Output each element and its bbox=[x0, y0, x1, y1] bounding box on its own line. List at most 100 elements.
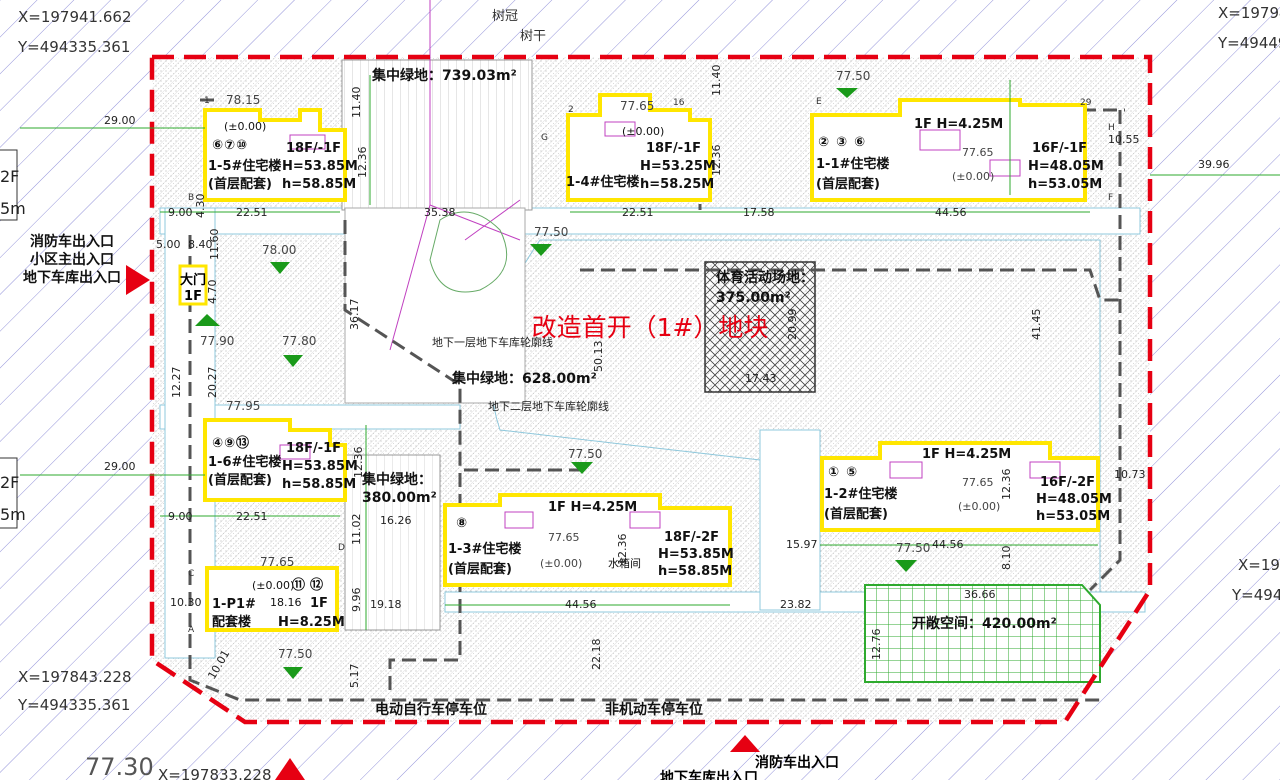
b15-h2: h=58.85M bbox=[282, 177, 356, 192]
b11-c2: ③ bbox=[836, 135, 847, 150]
dim-27: 50.13 bbox=[592, 341, 605, 373]
coord-br2: Y=494 bbox=[1231, 586, 1280, 604]
left-entrance-line1: 消防车出入口 bbox=[30, 233, 114, 250]
b11-c3: ⑥ bbox=[854, 135, 865, 150]
bp1-floors: 1F bbox=[310, 596, 328, 611]
building-1-3[interactable] bbox=[443, 493, 732, 587]
dim-5: 8.40 bbox=[188, 238, 213, 251]
bp1-name: 1-P1# bbox=[212, 597, 256, 612]
neighbor-a: 2F bbox=[0, 167, 19, 186]
grid-1a: 1 bbox=[204, 96, 210, 106]
elev-11: 77.50 bbox=[278, 647, 312, 661]
building-1-2[interactable] bbox=[820, 441, 1100, 532]
b16-floors: 18F/-1F bbox=[286, 441, 341, 456]
grid-Ba: B bbox=[188, 193, 194, 203]
bp1-c2: ⑫ bbox=[310, 577, 323, 593]
left-entrance-arrow bbox=[126, 265, 150, 295]
dim-20: 11.02 bbox=[350, 514, 363, 546]
grid-16a: 16 bbox=[673, 98, 685, 108]
b14-h1: H=53.25M bbox=[640, 159, 716, 174]
grid-Aa: A bbox=[188, 625, 195, 635]
building-1-1[interactable] bbox=[810, 98, 1087, 202]
dim-7: 4.70 bbox=[206, 280, 219, 305]
coord-tr1: X=19794 bbox=[1218, 4, 1280, 22]
b12-note: (首层配套) bbox=[824, 506, 888, 522]
dim-4: 5.00 bbox=[156, 238, 181, 251]
b16-c3: ⑬ bbox=[236, 435, 249, 451]
b12-elev: 77.65 bbox=[962, 476, 994, 489]
b13-elev: 77.65 bbox=[548, 531, 580, 544]
dim-43: 10.73 bbox=[1114, 468, 1146, 481]
dim-28: 20.99 bbox=[786, 309, 799, 341]
neighbor-b: 5m bbox=[0, 199, 26, 218]
b13-h1: H=53.85M bbox=[658, 547, 734, 562]
b13-note: (首层配套) bbox=[448, 561, 512, 577]
dim-19: 12.36 bbox=[352, 447, 365, 479]
bottom-entrance-arrow-1 bbox=[730, 735, 760, 752]
b11-h2: h=53.05M bbox=[1028, 177, 1102, 192]
b13-name: 1-3#住宅楼 bbox=[448, 541, 521, 557]
grid-29a: 29 bbox=[1080, 98, 1092, 108]
b11-zero: (±0.00) bbox=[952, 170, 994, 183]
b12-zero: (±0.00) bbox=[958, 500, 1000, 513]
green-area-3-hatch bbox=[345, 455, 440, 630]
neighbor-c: 2F bbox=[0, 473, 19, 492]
gate-line2: 1F bbox=[184, 289, 202, 304]
coord-tr2: Y=49449 bbox=[1217, 34, 1280, 52]
b12-floors: 16F/-2F bbox=[1040, 475, 1095, 490]
elevation-markers bbox=[195, 88, 917, 679]
bottom-garage-entrance: 地下车库出入口 bbox=[660, 769, 758, 780]
grid-Ga: G bbox=[541, 133, 548, 143]
open-space-label: 开敞空间：420.00m² bbox=[912, 615, 1057, 632]
dim-36: 39.96 bbox=[1198, 158, 1230, 171]
green-area-1-label: 集中绿地：739.03m² bbox=[371, 67, 517, 84]
b11-note: (首层配套) bbox=[816, 176, 880, 192]
b14-name: 1-4#住宅楼 bbox=[566, 174, 639, 190]
elev-7: 77.95 bbox=[226, 399, 260, 413]
b15-note: (首层配套) bbox=[208, 176, 272, 192]
building-1-p1[interactable] bbox=[205, 566, 339, 632]
tree-crown-label: 树冠 bbox=[492, 9, 518, 24]
elev-2: 77.50 bbox=[836, 69, 870, 83]
dim-2: 22.51 bbox=[236, 206, 268, 219]
b15-zero: (±0.00) bbox=[224, 120, 266, 133]
coord-bl1: X=197843.228 bbox=[18, 668, 132, 686]
dim-40: 44.56 bbox=[932, 538, 964, 551]
grid-Da: D bbox=[338, 543, 345, 553]
b13-water: 水箱间 bbox=[608, 556, 641, 570]
green-area-3-label-a: 集中绿地： bbox=[361, 471, 432, 488]
b15-h1: H=53.85M bbox=[282, 159, 358, 174]
left-entrance-line3: 地下车库出入口 bbox=[23, 269, 121, 286]
basement2-label: 地下二层地下车库轮廓线 bbox=[488, 399, 609, 413]
bottom-entrance-arrow-2 bbox=[275, 758, 305, 780]
sports-label-1: 体育活动场地： bbox=[716, 269, 814, 286]
elev-1: 77.65 bbox=[620, 99, 654, 113]
elev-4: 78.00 bbox=[262, 243, 296, 257]
building-1-6[interactable] bbox=[203, 418, 347, 502]
elev-8: 77.50 bbox=[568, 447, 602, 461]
b12-h2: h=53.05M bbox=[1036, 509, 1110, 524]
ebike-parking-label: 电动自行车停车位 bbox=[375, 701, 487, 718]
grid-Ca: C bbox=[188, 569, 194, 579]
site-title: 改造首开（1#）地块 bbox=[532, 313, 769, 342]
building-1-4[interactable] bbox=[566, 93, 712, 202]
b16-h2: h=58.85M bbox=[282, 477, 356, 492]
coord-bl2: Y=494335.361 bbox=[17, 696, 130, 714]
b11-h1: H=48.05M bbox=[1028, 159, 1104, 174]
b16-c2: ⑨ bbox=[224, 436, 235, 451]
coord-br1: X=197 bbox=[1238, 556, 1280, 574]
building-1-5[interactable] bbox=[203, 108, 347, 202]
bp1-name2: 配套楼 bbox=[212, 614, 251, 630]
dim-34: 11.40 bbox=[710, 65, 723, 97]
dim-42: 8.10 bbox=[1000, 546, 1013, 571]
site-boundary bbox=[149, 54, 1153, 725]
dim-22: 16.26 bbox=[380, 514, 412, 527]
b16-note: (首层配套) bbox=[208, 472, 272, 488]
grid-2: 2 bbox=[568, 105, 574, 115]
b15-name: 1-5#住宅楼 bbox=[208, 158, 281, 174]
dim-0: 29.00 bbox=[104, 114, 136, 127]
grid-Ha: H bbox=[1108, 123, 1115, 133]
dim-44: 36.66 bbox=[964, 588, 996, 601]
grid-axis-labels: 1 2 16 29 B G C H A D E F bbox=[188, 96, 1115, 635]
dim-12: 22.51 bbox=[236, 510, 268, 523]
